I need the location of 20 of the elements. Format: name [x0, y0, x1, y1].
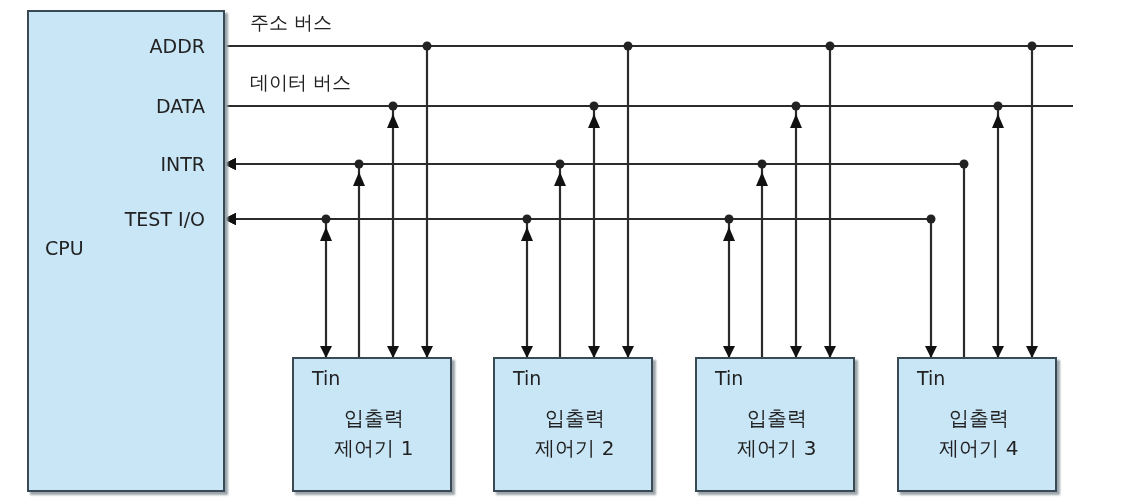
controller-box: [292, 357, 452, 492]
bus-label: 주소 버스: [250, 10, 333, 35]
port-label: TEST I/O: [124, 208, 205, 230]
node-title: 입출력 제어기 3: [736, 405, 818, 462]
pin-label: Tin: [715, 367, 744, 389]
port-label: DATA: [156, 95, 205, 117]
pin-label: Tin: [513, 367, 542, 389]
port-label: ADDR: [149, 35, 205, 57]
bus-label: 데이터 버스: [250, 70, 352, 95]
controller-box: [897, 357, 1057, 492]
node-title: 입출력 제어기 4: [938, 405, 1020, 462]
node-title: 입출력 제어기 1: [333, 405, 415, 462]
port-label: INTR: [160, 153, 205, 175]
cpu-box: [27, 10, 225, 492]
controller-box: [695, 357, 855, 492]
controller-box: [493, 357, 653, 492]
node-title: 입출력 제어기 2: [534, 405, 616, 462]
pin-label: Tin: [917, 367, 946, 389]
node-title: CPU: [45, 237, 84, 259]
pin-label: Tin: [312, 367, 341, 389]
